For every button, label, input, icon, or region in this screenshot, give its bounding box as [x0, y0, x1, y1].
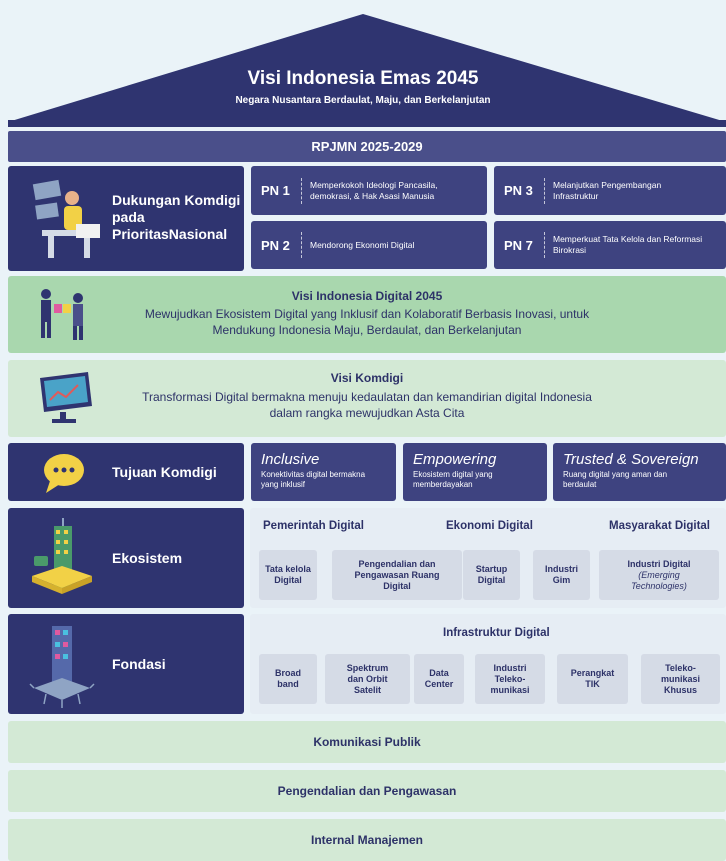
building-ecosystem-icon — [32, 518, 92, 594]
fondasi-item-spektrum: Spektrum dan Orbit Satelit — [325, 654, 410, 704]
eco-item-industri-gim: Industri Gim — [533, 550, 590, 600]
fondasi-item-industri-telekomunikasi: Industri Teleko- munikasi — [475, 654, 545, 704]
fondasi-label: Fondasi — [112, 656, 166, 672]
monitor-icon — [40, 372, 92, 423]
pn3-text: Melanjutkan Pengembangan Infrastruktur — [553, 179, 662, 201]
pn7-code: PN 7 — [504, 237, 533, 253]
pn3-box: PN 3 Melanjutkan Pengembangan Infrastruk… — [494, 166, 726, 215]
tujuan-inclusive-desc: Konektivitas digital bermakna yang inklu… — [261, 470, 366, 489]
dukungan-panel: Dukungan Komdigi pada PrioritasNasional — [8, 166, 244, 271]
pn3-code: PN 3 — [504, 183, 533, 198]
fondasi-item-data-center: Data Center — [414, 654, 464, 704]
chat-bubble-icon — [44, 454, 84, 493]
pn1-text: Memperkokoh Ideologi Pancasila, demokras… — [310, 179, 438, 201]
fondasi-item-perangkat-tik: Perangkat TIK — [557, 654, 628, 704]
tujuan-empowering-title: Empowering — [413, 451, 497, 468]
visi-digital-band: Visi Indonesia Digital 2045 Mewujudkan E… — [8, 276, 726, 353]
fondasi-content: Infrastruktur Digital Broad band Spektru… — [250, 614, 726, 714]
tujuan-panel: Tujuan Komdigi — [8, 443, 244, 501]
eco-head-pemerintah: Pemerintah Digital — [263, 520, 364, 532]
pn2-code: PN 2 — [261, 237, 290, 253]
visi-komdigi-line1: Transformasi Digital bermakna menuju ked… — [142, 390, 592, 404]
pn2-text: Mendorong Ekonomi Digital — [310, 239, 415, 250]
tujuan-label: Tujuan Komdigi — [112, 464, 217, 480]
rpjmn-bar: RPJMN 2025-2029 — [8, 131, 726, 162]
eco-item-pengendalian: Pengendalian dan Pengawasan Ruang Digita… — [332, 550, 462, 600]
chip-circuit-icon — [29, 626, 95, 708]
band-komunikasi-publik: Komunikasi Publik — [8, 721, 726, 763]
visi-digital-title: Visi Indonesia Digital 2045 — [291, 289, 443, 303]
person-desk-icon — [32, 179, 100, 258]
pn1-box: PN 1 Memperkokoh Ideologi Pancasila, dem… — [251, 166, 487, 215]
eco-item-industri-digital: Industri Digital (Emerging Technologies) — [599, 550, 719, 600]
fondasi-panel: Fondasi — [8, 614, 244, 714]
fondasi-item-telekomunikasi-khusus: Teleko- munikasi Khusus — [641, 654, 720, 704]
ekosistem-content: Pemerintah Digital Ekonomi Digital Masya… — [250, 508, 726, 608]
eco-item-emerging-tech: (Emerging Technologies) — [631, 569, 687, 591]
people-puzzle-icon — [41, 289, 83, 340]
ekosistem-label: Ekosistem — [112, 550, 183, 566]
tujuan-inclusive-title: Inclusive — [261, 451, 320, 468]
tujuan-trusted-title: Trusted & Sovereign — [563, 451, 699, 468]
band-pengendalian-pengawasan: Pengendalian dan Pengawasan — [8, 770, 726, 812]
tujuan-inclusive-box: Inclusive Konektivitas digital bermakna … — [251, 443, 396, 501]
pn2-box: PN 2 Mendorong Ekonomi Digital — [251, 221, 487, 269]
tujuan-trusted-desc: Ruang digital yang aman dan berdaulat — [563, 470, 668, 489]
eco-head-ekonomi: Ekonomi Digital — [446, 520, 533, 532]
eco-item-startup: Startup Digital — [463, 550, 520, 600]
visi-komdigi-title: Visi Komdigi — [330, 371, 404, 385]
pn7-text: Memperkuat Tata Kelola dan Reformasi Bir… — [553, 234, 703, 255]
tujuan-empowering-box: Empowering Ekosistem digital yang member… — [403, 443, 547, 501]
eco-item-industri-digital-label: Industri Digital — [627, 558, 691, 569]
visi-komdigi-line2: dalam rangka mewujudkan Asta Cita — [269, 406, 465, 420]
visi-digital-line2: Mendukung Indonesia Maju, Berdaulat, dan… — [212, 323, 522, 337]
dukungan-label: Dukungan Komdigi pada PrioritasNasional — [112, 192, 241, 242]
fondasi-item-broadband: Broad band — [259, 654, 317, 704]
pn1-code: PN 1 — [261, 183, 290, 198]
tujuan-empowering-desc: Ekosistem digital yang memberdayakan — [413, 470, 493, 489]
eco-item-tata-kelola: Tata kelola Digital — [259, 550, 317, 600]
eco-head-masyarakat: Masyarakat Digital — [609, 520, 710, 532]
ekosistem-panel: Ekosistem — [8, 508, 244, 608]
pn7-box: PN 7 Memperkuat Tata Kelola dan Reformas… — [494, 221, 726, 269]
visi-komdigi-band: Visi Komdigi Transformasi Digital bermak… — [8, 360, 726, 437]
roof-subtitle: Negara Nusantara Berdaulat, Maju, dan Be… — [235, 95, 491, 106]
roof-banner — [8, 14, 726, 127]
fondasi-header: Infrastruktur Digital — [443, 627, 550, 639]
visi-digital-line1: Mewujudkan Ekosistem Digital yang Inklus… — [144, 307, 590, 321]
band-internal-manajemen: Internal Manajemen — [8, 819, 726, 861]
tujuan-trusted-box: Trusted & Sovereign Ruang digital yang a… — [553, 443, 726, 501]
roof-title: Visi Indonesia Emas 2045 — [247, 68, 479, 89]
